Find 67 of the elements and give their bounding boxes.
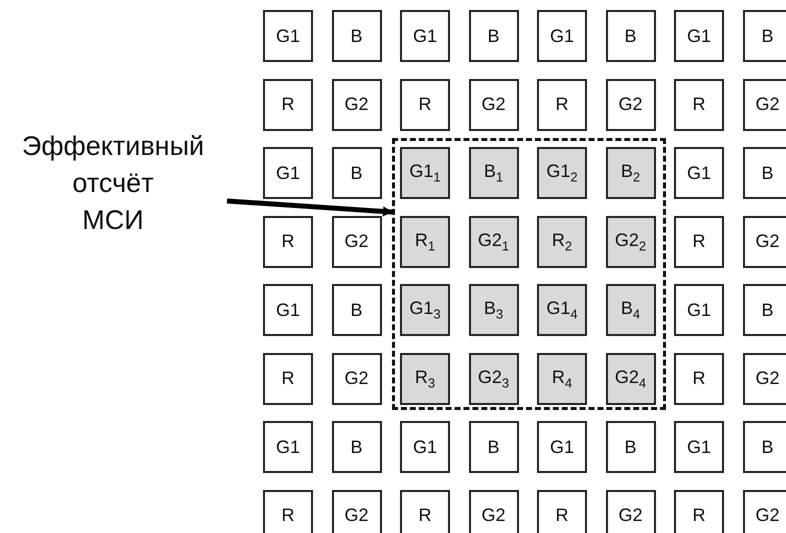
pixel-cell: B — [332, 284, 382, 336]
pixel-cell: B — [332, 147, 382, 199]
annotation-text: Эффективный отсчёт МСИ — [8, 128, 218, 239]
pixel-cell: G2 — [606, 78, 656, 130]
pixel-cell: R — [674, 490, 724, 533]
pixel-cell: G2 — [606, 490, 656, 533]
pixel-cell: G2 — [742, 216, 786, 268]
pixel-cell: G2 — [332, 78, 382, 130]
pixel-cell: G1 — [400, 421, 450, 473]
pixel-cell: G2$_{4}$ — [606, 352, 656, 404]
pixel-cell: B — [742, 10, 786, 62]
pixel-cell: G1 — [537, 10, 587, 62]
pixel-cell: G2$_{2}$ — [606, 216, 656, 268]
pixel-cell: B$_{2}$ — [606, 147, 656, 199]
pixel-cell: G1 — [674, 147, 724, 199]
pixel-cell: B — [332, 10, 382, 62]
pixel-cell: G1$_{1}$ — [400, 147, 450, 199]
pixel-cell: R — [674, 78, 724, 130]
pixel-cell: G2 — [332, 352, 382, 404]
pixel-cell: R$_{2}$ — [537, 216, 587, 268]
arrow — [226, 198, 393, 216]
pixel-cell: B — [606, 421, 656, 473]
pixel-cell: G1 — [674, 10, 724, 62]
pixel-cell: B$_{1}$ — [468, 147, 518, 199]
pixel-cell: R$_{3}$ — [400, 352, 450, 404]
pixel-cell: G1 — [674, 421, 724, 473]
pixel-cell: B — [742, 421, 786, 473]
pixel-cell: B — [742, 284, 786, 336]
pixel-cell: G1 — [674, 284, 724, 336]
pixel-cell: G2 — [742, 352, 786, 404]
pixel-cell: B$_{4}$ — [606, 284, 656, 336]
pixel-cell: G1$_{3}$ — [400, 284, 450, 336]
pixel-cell: G2$_{1}$ — [468, 216, 518, 268]
pixel-cell: G1$_{2}$ — [537, 147, 587, 199]
pixel-cell: R — [674, 352, 724, 404]
pixel-cell: R — [537, 490, 587, 533]
pixel-cell: G2 — [742, 490, 786, 533]
pixel-cell: B — [468, 421, 518, 473]
pixel-cell: R — [263, 352, 313, 404]
pixel-cell: G2 — [332, 216, 382, 268]
pixel-cell: G1 — [263, 147, 313, 199]
pixel-cell: G2 — [332, 490, 382, 533]
pixel-cell: B — [606, 10, 656, 62]
pixel-cell: R$_{4}$ — [537, 352, 587, 404]
pixel-cell: R — [400, 78, 450, 130]
pixel-cell: G1 — [537, 421, 587, 473]
pixel-cell: R — [263, 216, 313, 268]
pixel-cell: R — [674, 216, 724, 268]
pixel-cell: B$_{3}$ — [468, 284, 518, 336]
pixel-cell: G1 — [400, 10, 450, 62]
pixel-cell: G2 — [468, 490, 518, 533]
pixel-cell: G2 — [468, 78, 518, 130]
pixel-cell: G2 — [742, 78, 786, 130]
pixel-cell: G1$_{4}$ — [537, 284, 587, 336]
pixel-cell: R — [263, 78, 313, 130]
pixel-cell: R — [400, 490, 450, 533]
pixel-cell: R — [537, 78, 587, 130]
pixel-cell: G1 — [263, 421, 313, 473]
pixel-cell: G1 — [263, 10, 313, 62]
pixel-cell: G2$_{3}$ — [468, 352, 518, 404]
pixel-cell: R — [263, 490, 313, 533]
pixel-cell: G1 — [263, 284, 313, 336]
pixel-cell: B — [468, 10, 518, 62]
pixel-cell: B — [332, 421, 382, 473]
pixel-cell: R$_{1}$ — [400, 216, 450, 268]
pixel-cell: B — [742, 147, 786, 199]
dashed-frame — [392, 138, 666, 410]
